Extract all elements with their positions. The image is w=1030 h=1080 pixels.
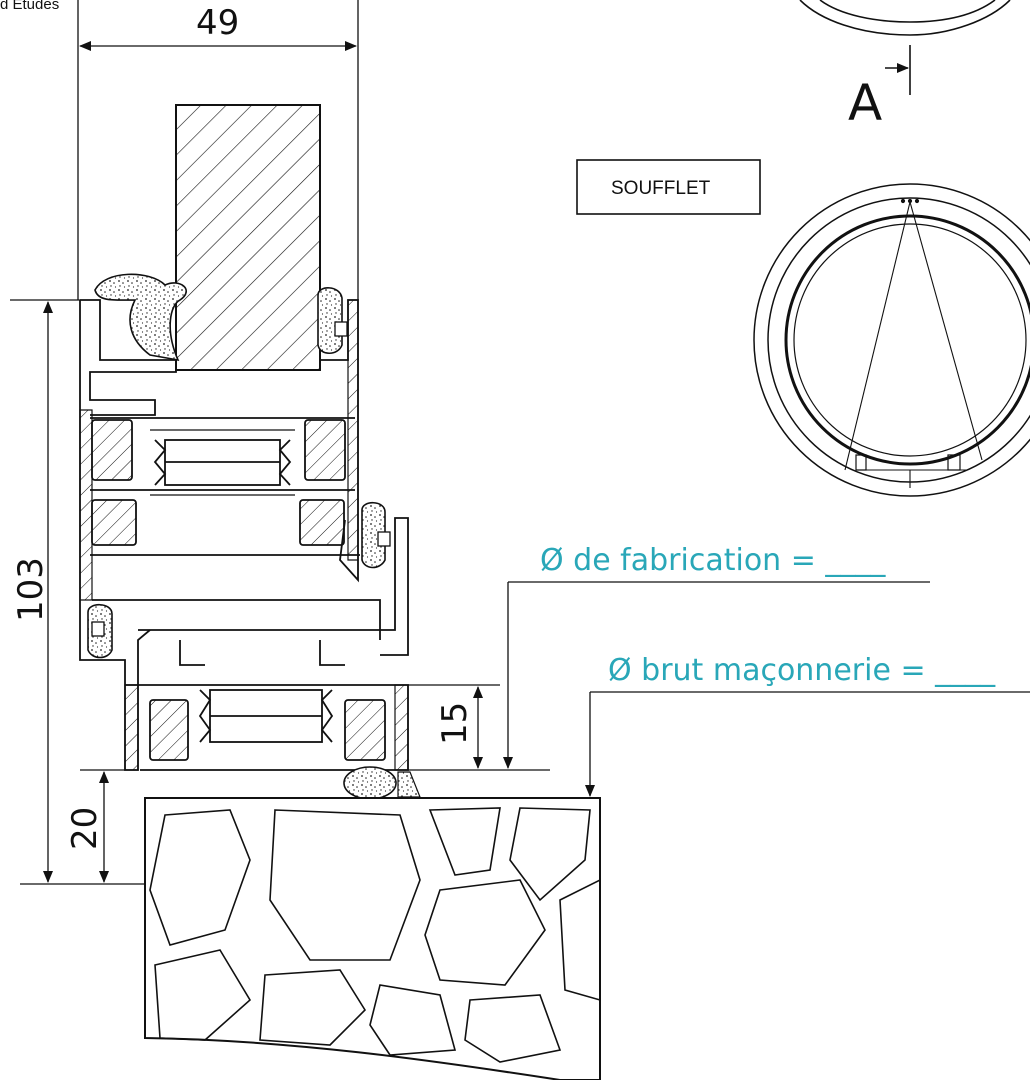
dimension-height-total-label: 103 bbox=[11, 557, 51, 622]
profile-hatch-left bbox=[79, 409, 93, 601]
section-view-letter: A bbox=[848, 74, 882, 132]
profile-hatch-right bbox=[347, 299, 359, 561]
lower-frame-hatch bbox=[124, 684, 139, 771]
gasket-mid-right bbox=[361, 501, 386, 569]
section-view-a bbox=[799, 0, 1011, 95]
glazing-panel bbox=[175, 104, 321, 371]
lower-frame bbox=[125, 517, 409, 771]
fabrication-label: Ø de fabrication = ____ bbox=[540, 543, 886, 578]
brut-label: Ø brut maçonnerie = ____ bbox=[608, 653, 996, 688]
leader-brut bbox=[585, 691, 1030, 797]
dimension-height-bottom bbox=[80, 769, 125, 883]
dimension-width-top bbox=[77, 0, 359, 300]
masonry-block bbox=[144, 797, 601, 1080]
gasket-top-right bbox=[317, 287, 343, 355]
gasket-sill bbox=[343, 766, 397, 800]
dimension-height-total bbox=[10, 299, 145, 885]
soufflet-label: SOUFFLET bbox=[611, 178, 711, 199]
gasket-sill-fill bbox=[397, 771, 421, 798]
dimension-height-right bbox=[408, 684, 550, 771]
round-window bbox=[753, 183, 1030, 497]
leader-fabrication bbox=[503, 581, 930, 769]
soufflet-box bbox=[576, 159, 761, 215]
clip-details bbox=[91, 321, 391, 637]
sill-hatch bbox=[394, 684, 409, 771]
masonry-stones bbox=[149, 807, 601, 1063]
header-text: d Etudes bbox=[0, 0, 59, 13]
gasket-top-left bbox=[94, 273, 187, 362]
dimension-width-top-label: 49 bbox=[196, 3, 239, 43]
dimension-height-bottom-label: 20 bbox=[65, 807, 105, 850]
dimension-height-right-label: 15 bbox=[435, 702, 475, 745]
